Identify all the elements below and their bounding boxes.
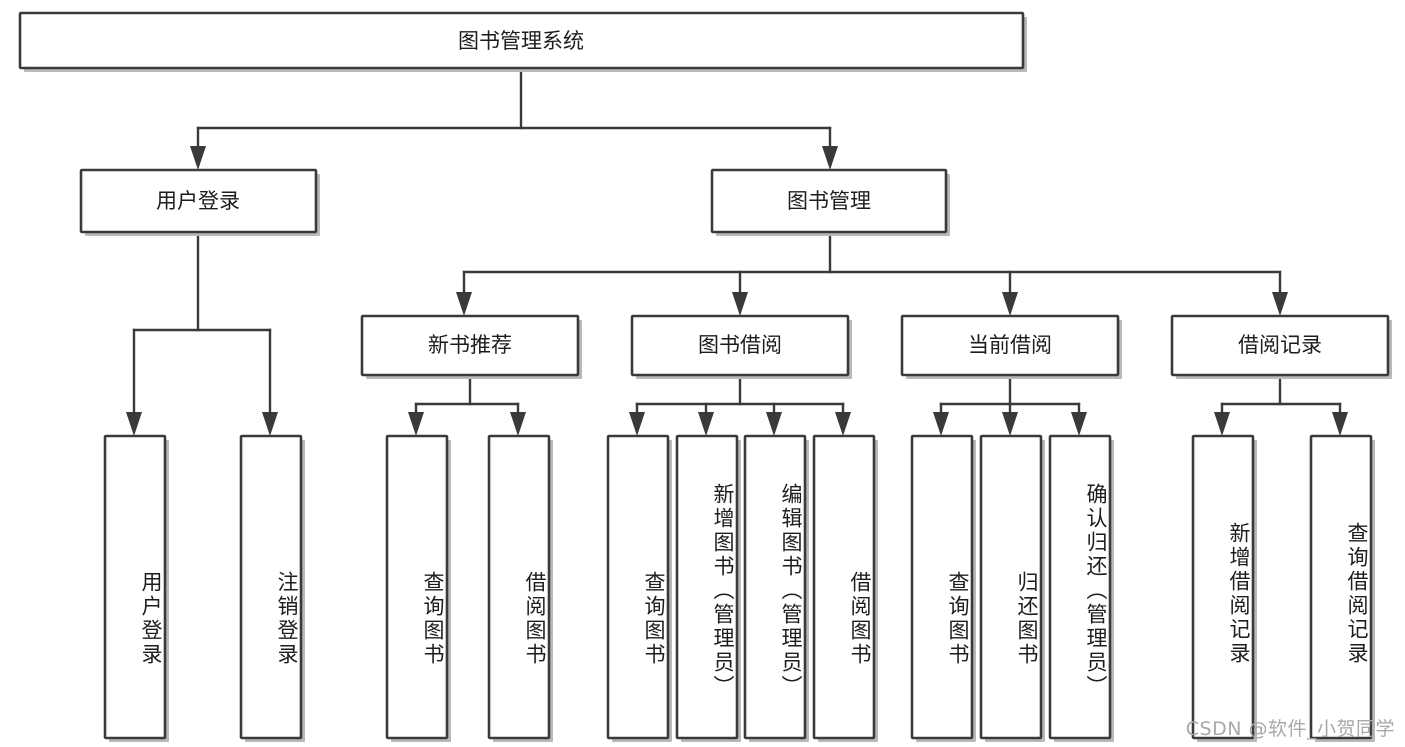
arrow-user-login — [190, 146, 206, 170]
node-leaf-borrow-book-2[interactable] — [812, 434, 878, 742]
arrow-leaf-borrow-book-1 — [510, 412, 526, 436]
arrow-leaf-query-book-1 — [408, 412, 424, 436]
node-leaf-query-book-2[interactable] — [606, 434, 672, 742]
node-borrow-record-label: 借阅记录 — [1238, 333, 1322, 357]
node-book-borrow-label: 图书借阅 — [698, 333, 782, 357]
watermark-text: CSDN @软件_小贺同学 — [1185, 718, 1395, 740]
node-leaf-return-book[interactable] — [979, 434, 1045, 742]
connector-group-book-borrow — [629, 373, 851, 436]
arrow-leaf-borrow-book-2 — [835, 412, 851, 436]
node-new-book-recommend[interactable]: 新书推荐 — [360, 314, 582, 379]
arrow-leaf-query-book-3 — [933, 412, 949, 436]
arrow-leaf-add-record — [1214, 412, 1230, 436]
arrow-book-borrow — [732, 292, 748, 316]
connector-group-root — [190, 66, 838, 170]
node-leaf-user-login[interactable] — [103, 434, 169, 742]
node-leaf-confirm-return[interactable] — [1048, 434, 1114, 742]
arrow-current-borrow — [1002, 292, 1018, 316]
arrow-leaf-add-book — [698, 412, 714, 436]
node-book-management-label: 图书管理 — [787, 189, 871, 213]
node-user-login-label: 用户登录 — [156, 189, 240, 213]
node-root-label: 图书管理系统 — [458, 29, 584, 53]
arrow-leaf-query-record — [1332, 412, 1348, 436]
node-current-borrow-label: 当前借阅 — [968, 333, 1052, 357]
node-book-management[interactable]: 图书管理 — [710, 168, 950, 236]
arrow-leaf-confirm-return — [1071, 412, 1087, 436]
connector-group-new-book-recommend — [408, 373, 526, 436]
node-current-borrow[interactable]: 当前借阅 — [900, 314, 1122, 379]
node-borrow-record[interactable]: 借阅记录 — [1170, 314, 1392, 379]
node-book-borrow[interactable]: 图书借阅 — [630, 314, 852, 379]
arrow-borrow-record — [1272, 292, 1288, 316]
node-leaf-query-book-3[interactable] — [910, 434, 976, 742]
arrow-leaf-edit-book — [766, 412, 782, 436]
arrow-leaf-logout — [262, 412, 278, 436]
node-leaf-edit-book[interactable] — [743, 434, 809, 742]
node-leaf-logout[interactable] — [239, 434, 305, 742]
node-leaf-borrow-book-1[interactable] — [487, 434, 553, 742]
node-new-book-recommend-label: 新书推荐 — [428, 333, 512, 357]
leaf-box-group — [103, 434, 1375, 742]
arrow-new-book-recommend — [456, 292, 472, 316]
node-leaf-query-book-1[interactable] — [385, 434, 451, 742]
node-root[interactable]: 图书管理系统 — [18, 11, 1027, 72]
node-leaf-add-record[interactable] — [1191, 434, 1257, 742]
arrow-leaf-query-book-2 — [629, 412, 645, 436]
node-leaf-query-record[interactable] — [1309, 434, 1375, 742]
connector-group-user-login — [126, 230, 278, 436]
arrow-book-management — [822, 146, 838, 170]
connector-group-current-borrow — [933, 373, 1087, 436]
arrow-leaf-user-login — [126, 412, 142, 436]
node-leaf-add-book[interactable] — [675, 434, 741, 742]
connector-group-borrow-record — [1214, 373, 1348, 436]
arrow-leaf-return-book — [1002, 412, 1018, 436]
connector-group-book-management — [456, 230, 1288, 316]
node-user-login[interactable]: 用户登录 — [79, 168, 320, 236]
